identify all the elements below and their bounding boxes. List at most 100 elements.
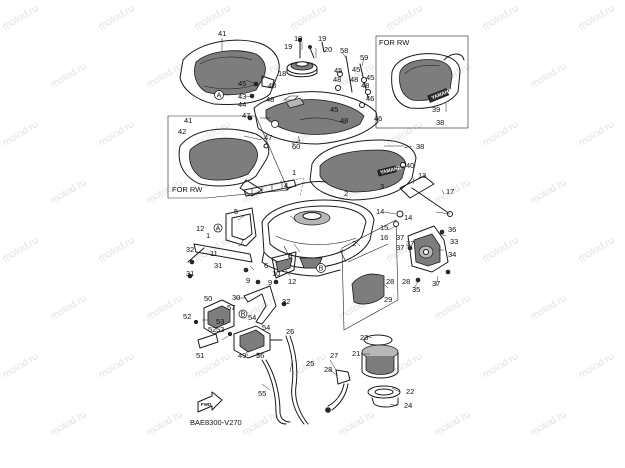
support-strap xyxy=(243,285,287,325)
watermark-text: motod.ru xyxy=(145,293,185,322)
callout-34: 34 xyxy=(448,250,456,259)
watermark-text: motod.ru xyxy=(1,119,41,148)
watermark-text: motod.ru xyxy=(97,235,137,264)
callout-47-b: 47 xyxy=(264,133,272,142)
filler-cap-assembly xyxy=(286,37,325,78)
callout-11: 11 xyxy=(210,249,218,258)
watermark-text: motod.ru xyxy=(49,293,89,322)
fwd-text: FWD xyxy=(201,402,212,407)
callout-28-b: 28 xyxy=(386,277,394,286)
watermark-text: motod.ru xyxy=(145,409,185,438)
callout-45-e: 45 xyxy=(330,105,338,114)
callout-52-a: 52 xyxy=(183,312,191,321)
callout-48-e: 48 xyxy=(266,95,274,104)
fuel-cock-assembly xyxy=(393,175,453,283)
watermark-text: motod.ru xyxy=(97,3,137,32)
callout-57: 57 xyxy=(227,303,235,312)
watermark-text: motod.ru xyxy=(529,293,569,322)
side-cover-right: YAMAHA xyxy=(309,139,417,201)
view-letter-a-left: A xyxy=(216,226,221,233)
canister-assembly: B xyxy=(193,299,248,349)
watermark-text: motod.ru xyxy=(97,351,137,380)
callout-40: 40 xyxy=(406,161,414,170)
callout-19-b: 19 xyxy=(318,34,326,43)
callout-18: 18 xyxy=(278,69,286,78)
callout-37-b: 37 xyxy=(396,243,404,252)
callout-50: 50 xyxy=(204,294,212,303)
callout-31-a: 31 xyxy=(186,269,194,278)
callout-4: 4 xyxy=(284,181,288,190)
tank-top-shroud xyxy=(253,91,379,145)
watermark-text: motod.ru xyxy=(145,61,185,90)
callout-7: 7 xyxy=(240,237,244,246)
callout-54-a: 54 xyxy=(248,313,256,322)
watermark-text: motod.ru xyxy=(481,3,521,32)
callout-46-b: 46 xyxy=(374,114,382,123)
callout-32-b: 32 xyxy=(282,297,290,306)
callout-19-c: 19 xyxy=(284,42,292,51)
watermark-text: motod.ru xyxy=(49,61,89,90)
callout-44: 44 xyxy=(238,100,246,109)
watermark-text: motod.ru xyxy=(49,177,89,206)
callout-35: 35 xyxy=(412,285,420,294)
yamaha-emblem-text-lower: YAMAHA xyxy=(380,165,403,176)
callout-42: 42 xyxy=(178,127,186,136)
callout-41-left: 41 xyxy=(184,116,192,125)
callout-21: 21 xyxy=(352,349,360,358)
callout-30: 30 xyxy=(232,293,240,302)
callout-14-b: 14 xyxy=(404,213,412,222)
watermark-text: motod.ru xyxy=(337,409,377,438)
callout-52-b: 52 xyxy=(208,325,216,334)
callout-23: 23 xyxy=(360,333,368,342)
callout-10: 10 xyxy=(272,269,280,278)
watermark-text: motod.ru xyxy=(577,235,617,264)
for-rw-label-left: FOR RW xyxy=(172,185,203,194)
callout-48-c: 48 xyxy=(361,81,369,90)
callout-47-a: 47 xyxy=(242,111,250,120)
callout-37-a: 37 xyxy=(396,233,404,242)
callout-19-a: 19 xyxy=(294,34,302,43)
watermark-text: motod.ru xyxy=(577,351,617,380)
forward-arrow: FWD xyxy=(197,391,223,413)
callout-5: 5 xyxy=(234,207,238,216)
callout-45-a: 45 xyxy=(334,66,342,75)
watermark-text: motod.ru xyxy=(481,235,521,264)
callout-32-a: 32 xyxy=(186,245,194,254)
callout-14-a: 14 xyxy=(376,207,384,216)
callout-49: 49 xyxy=(238,351,246,360)
callout-8: 8 xyxy=(288,251,292,260)
callout-6: 6 xyxy=(264,261,268,270)
watermark-text: motod.ru xyxy=(577,119,617,148)
figure-code: BAE8300-V270 xyxy=(190,418,242,427)
view-letter-b-canister: B xyxy=(241,312,246,319)
callout-33: 33 xyxy=(450,237,458,246)
callout-17: 17 xyxy=(446,187,454,196)
callout-3: 3 xyxy=(380,182,384,191)
watermark-text: motod.ru xyxy=(481,351,521,380)
callout-38-right: 38 xyxy=(416,142,424,151)
breather-hoses xyxy=(261,335,309,425)
callout-25: 25 xyxy=(306,359,314,368)
callout-48-d: 48 xyxy=(268,81,276,90)
callout-36: 36 xyxy=(448,225,456,234)
callout-51: 51 xyxy=(196,351,204,360)
callout-13: 13 xyxy=(418,171,426,180)
for-rw-inset-upper: FOR RW YAMAHA xyxy=(375,35,469,129)
callout-27: 27 xyxy=(330,351,338,360)
callout-48-b: 48 xyxy=(350,75,358,84)
for-rw-label-upper: FOR RW xyxy=(379,38,410,47)
callout-numbers: 41 19 19 19 20 58 59 18 45 45 45 48 48 4… xyxy=(178,29,458,427)
view-letter-a-top: A xyxy=(217,93,222,100)
watermark-text: motod.ru xyxy=(97,119,137,148)
callout-28-a: 28 xyxy=(402,277,410,286)
watermark-text: motod.ru xyxy=(481,119,521,148)
callout-46-a: 46 xyxy=(366,94,374,103)
callout-15: 15 xyxy=(380,223,388,232)
callout-12-a: 12 xyxy=(196,224,204,233)
fuel-tank-body: B xyxy=(261,177,375,277)
callout-12-b: 12 xyxy=(288,277,296,286)
callout-37-c: 37 xyxy=(406,239,414,248)
watermark-text: motod.ru xyxy=(289,3,329,32)
for-rw-inset-left: FOR RW xyxy=(167,115,289,199)
heat-shield-panel xyxy=(341,219,399,331)
